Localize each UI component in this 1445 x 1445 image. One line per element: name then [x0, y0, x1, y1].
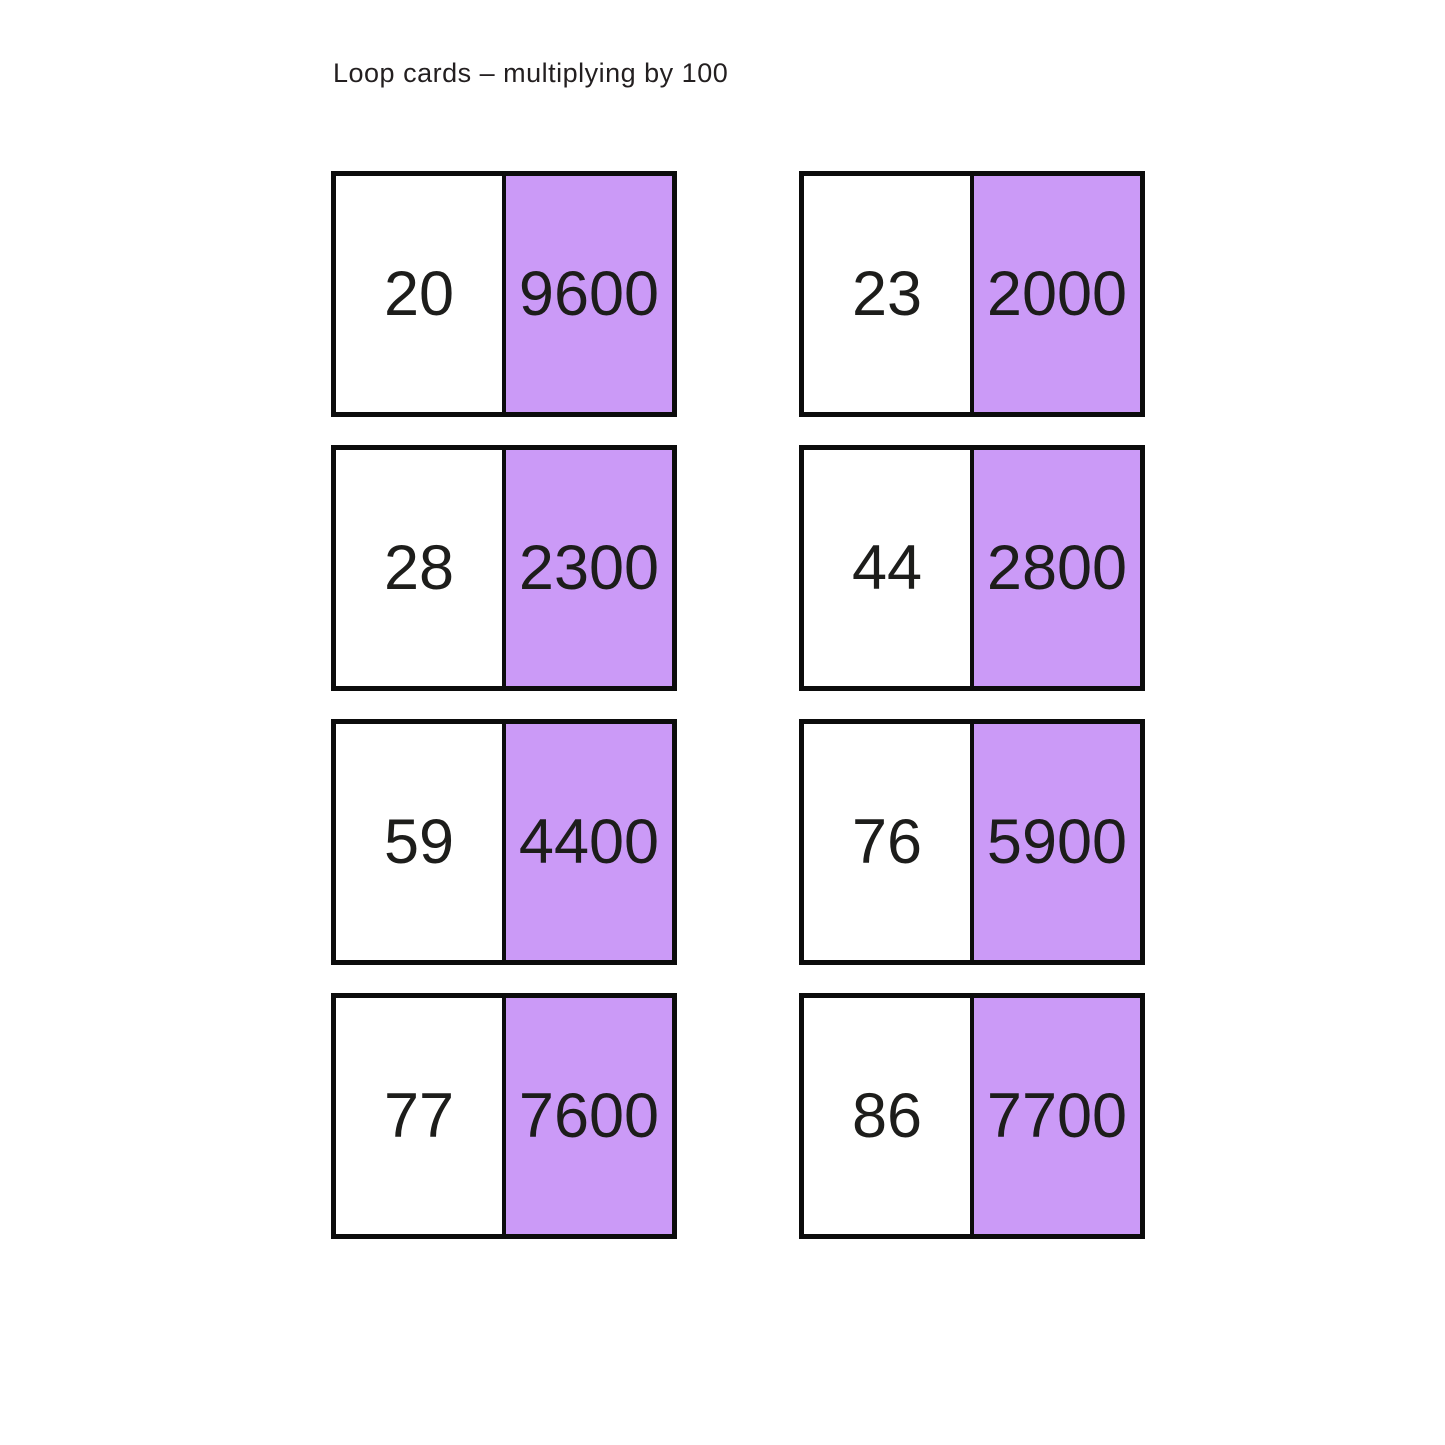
page-title: Loop cards – multiplying by 100	[333, 58, 729, 88]
loop-card-3: 28 2300	[331, 445, 677, 691]
loop-card-7: 77 7600	[331, 993, 677, 1239]
question-cell: 44	[804, 450, 974, 686]
question-cell: 86	[804, 998, 974, 1234]
loop-card-4: 44 2800	[799, 445, 1145, 691]
answer-cell: 9600	[506, 176, 672, 412]
question-cell: 28	[336, 450, 506, 686]
answer-cell: 2300	[506, 450, 672, 686]
loop-card-8: 86 7700	[799, 993, 1145, 1239]
loop-cards-grid: 20 9600 23 2000 28 2300 44 2800 59 4400 …	[331, 171, 1145, 1239]
answer-cell: 2000	[974, 176, 1140, 412]
loop-card-1: 20 9600	[331, 171, 677, 417]
question-cell: 23	[804, 176, 974, 412]
answer-cell: 7600	[506, 998, 672, 1234]
loop-card-2: 23 2000	[799, 171, 1145, 417]
answer-cell: 2800	[974, 450, 1140, 686]
loop-card-5: 59 4400	[331, 719, 677, 965]
answer-cell: 7700	[974, 998, 1140, 1234]
question-cell: 77	[336, 998, 506, 1234]
answer-cell: 4400	[506, 724, 672, 960]
answer-cell: 5900	[974, 724, 1140, 960]
question-cell: 59	[336, 724, 506, 960]
question-cell: 76	[804, 724, 974, 960]
question-cell: 20	[336, 176, 506, 412]
loop-card-6: 76 5900	[799, 719, 1145, 965]
